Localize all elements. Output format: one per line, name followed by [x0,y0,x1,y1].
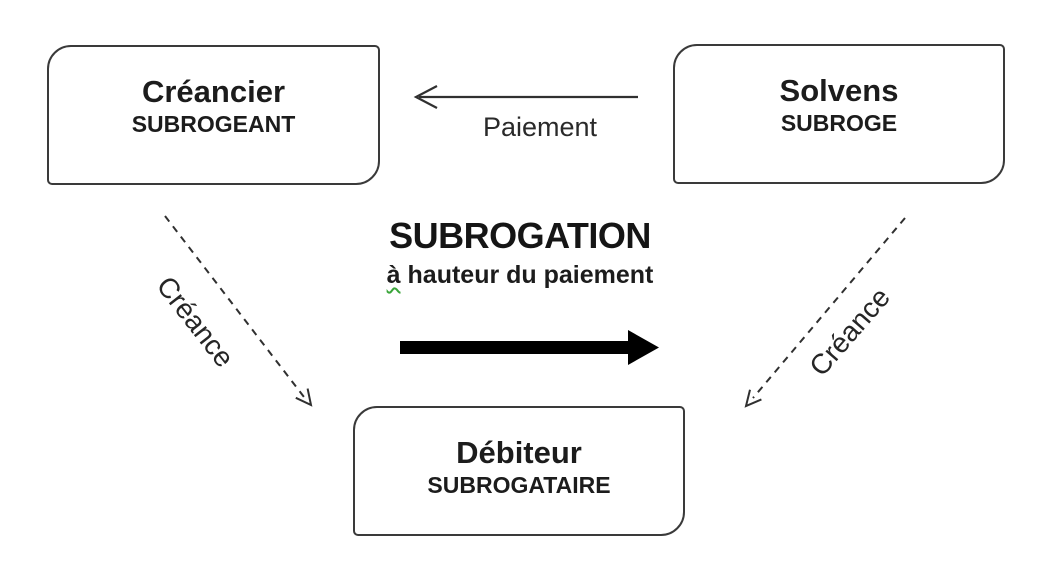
node-solvens-title: Solvens [779,73,899,108]
creance-arrow-left [164,215,313,407]
creance-left-arrowhead-icon [295,388,313,407]
creance-arrow-right [744,217,906,408]
node-creancier-title: Créancier [141,74,286,109]
node-solvens-role: SUBROGE [780,110,898,136]
node-creancier-role: SUBROGEANT [131,111,296,137]
diagram-title: SUBROGATION [389,215,651,256]
subtitle-word-squiggled: à [386,261,401,289]
subrogation-arrow [400,330,659,365]
paiement-arrow [413,85,638,109]
node-debiteur-role: SUBROGATAIRE [427,472,611,498]
node-debiteur: Débiteur SUBROGATAIRE [353,406,685,536]
paiement-arrowhead-icon [413,85,438,109]
node-creancier: Créancier SUBROGEANT [47,45,380,185]
node-solvens: Solvens SUBROGE [673,44,1005,184]
paiement-label: Paiement [482,112,598,142]
subtitle-rest: hauteur du paiement [407,261,654,289]
node-debiteur-title: Débiteur [456,435,582,470]
creance-right-arrowhead-icon [744,389,762,408]
